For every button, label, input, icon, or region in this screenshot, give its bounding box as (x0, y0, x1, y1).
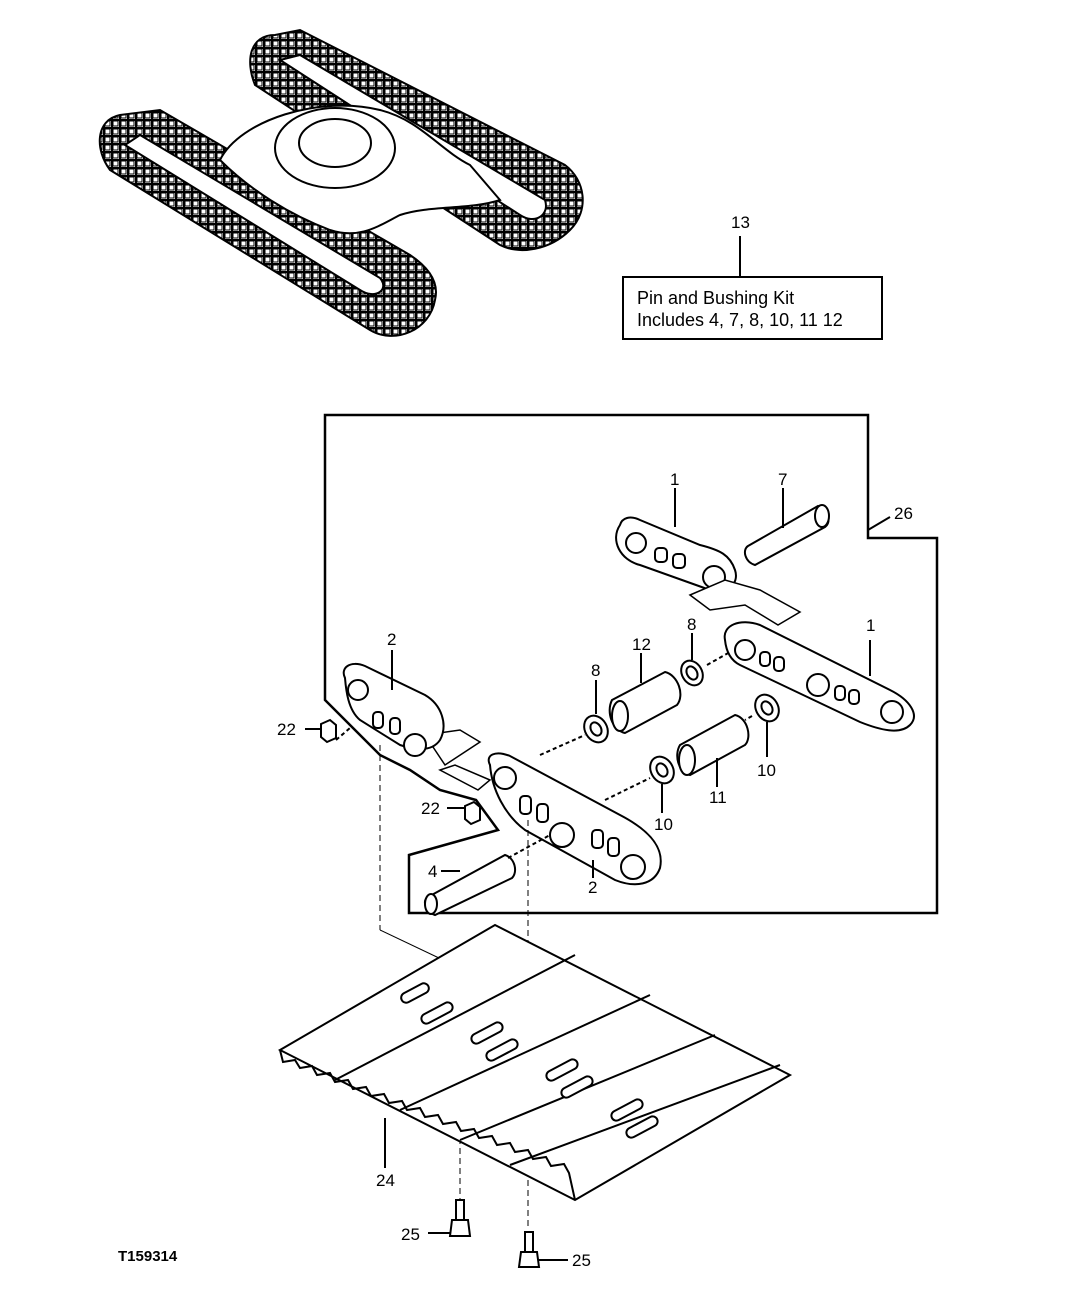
pin-and-bushing-kit-box: Pin and Bushing Kit Includes 4, 7, 8, 10… (622, 276, 883, 340)
callout-1-right: 1 (866, 616, 876, 635)
callout-11: 11 (709, 788, 727, 807)
callout-2-left: 2 (387, 630, 397, 649)
callout-8-upper: 8 (687, 615, 697, 634)
callout-25-left: 25 (401, 1225, 420, 1244)
callout-1-top: 1 (670, 470, 680, 489)
swing-bearing-inner (298, 118, 372, 168)
callout-2-bottom: 2 (588, 878, 598, 897)
callout-4: 4 (428, 862, 438, 881)
pin-4 (423, 853, 517, 917)
figure-id: T159314 (118, 1248, 178, 1265)
callout-7: 7 (778, 470, 788, 489)
pin-7 (743, 504, 830, 567)
track-link-left (342, 662, 445, 757)
callout-10-lower: 10 (654, 815, 673, 834)
undercarriage-overview (98, 28, 584, 337)
callout-24: 24 (376, 1171, 395, 1190)
callout-25-right: 25 (572, 1251, 591, 1270)
callout-22-lower: 22 (421, 799, 440, 818)
callout-22-upper: 22 (277, 720, 296, 739)
callout-8-lower: 8 (591, 661, 601, 680)
bolt-25-left (448, 1199, 472, 1237)
front-track-frame (123, 133, 385, 296)
bolt-25-right (517, 1231, 541, 1268)
track-shoes (277, 923, 793, 1202)
callout-10-right: 10 (757, 761, 776, 780)
nut-22-lower (464, 800, 481, 826)
track-link-right (723, 621, 915, 732)
link-assembly-outline (323, 413, 939, 915)
bushing-12 (608, 670, 682, 735)
callout-13: 13 (731, 213, 750, 232)
nut-22-upper (320, 718, 337, 744)
callout-26: 26 (894, 504, 913, 523)
track-link-upper (615, 516, 737, 593)
kit-includes: Includes 4, 7, 8, 10, 11 12 (637, 310, 843, 330)
kit-title: Pin and Bushing Kit (637, 288, 795, 308)
track-link-center (487, 752, 662, 886)
bushing-11 (676, 713, 750, 777)
callout-12: 12 (632, 635, 651, 654)
